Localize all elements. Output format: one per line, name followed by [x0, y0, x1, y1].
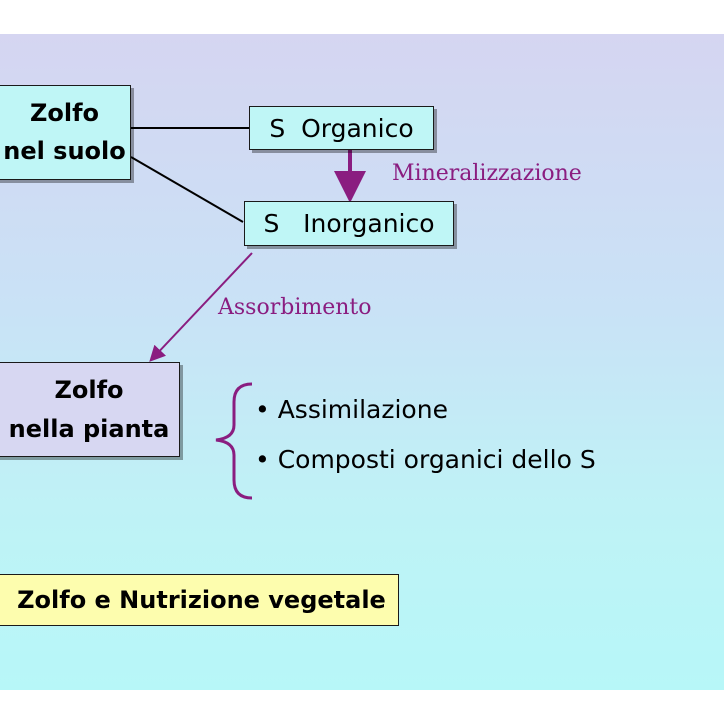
node-s-inorganico: S Inorganico — [244, 201, 454, 246]
bullet-composti-organici: • Composti organici dello S — [255, 445, 596, 474]
label-mineralizzazione: Mineralizzazione — [392, 161, 582, 186]
label-assorbimento: Assorbimento — [218, 295, 372, 320]
arrow-assorbimento — [149, 252, 253, 362]
connector-suolo-inorganico — [130, 156, 244, 223]
bullet-list: • Assimilazione • Composti organici dell… — [255, 390, 596, 490]
node-zolfo-pianta: Zolfo nella pianta — [0, 362, 180, 457]
brace — [215, 382, 253, 500]
title-box: Zolfo e Nutrizione vegetale — [0, 574, 399, 626]
bullet-assimilazione: • Assimilazione — [255, 395, 448, 424]
node-zolfo-suolo: Zolfo nel suolo — [0, 85, 131, 180]
node-s-organico: S Organico — [249, 106, 434, 150]
